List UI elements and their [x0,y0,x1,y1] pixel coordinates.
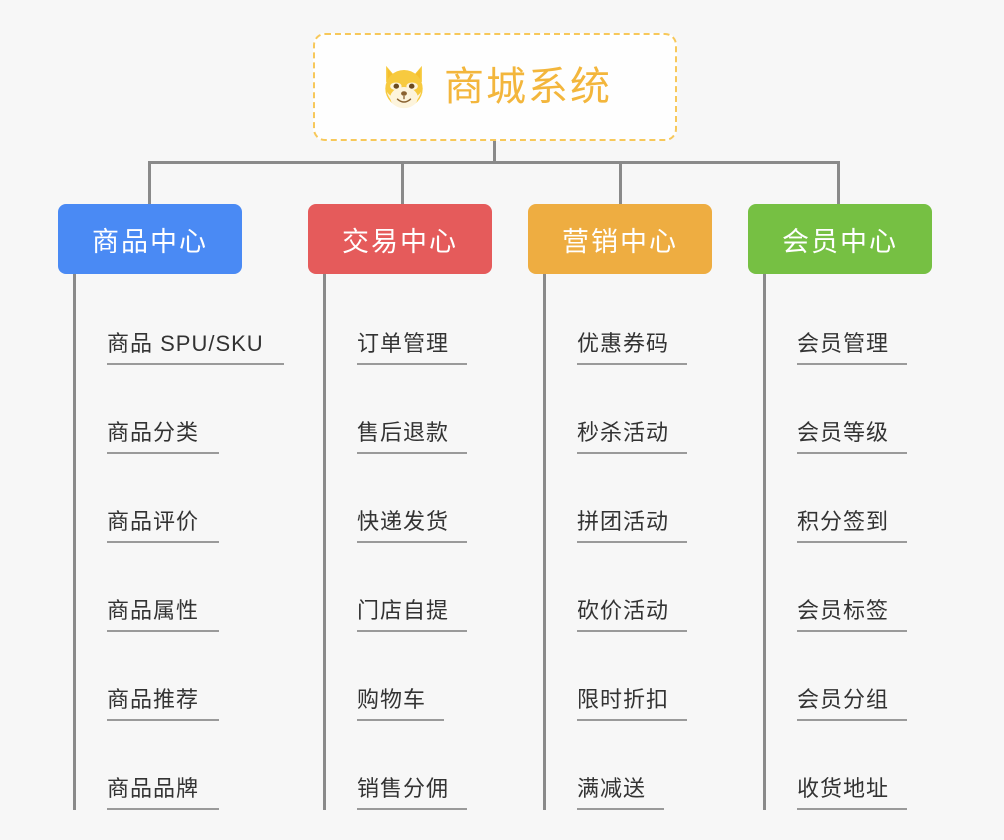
leaf-item[interactable]: 商品评价 [76,454,258,543]
leaf-label: 秒杀活动 [577,419,688,454]
leaf-item[interactable]: 快递发货 [326,454,508,543]
leaf-item[interactable]: 秒杀活动 [546,365,728,454]
connector-drop-1 [148,161,151,204]
branch-header-member[interactable]: 会员中心 [748,204,932,274]
shiba-inu-dog-face-icon [385,65,423,109]
leaf-label: 快递发货 [357,508,468,543]
leaf-item[interactable]: 拼团活动 [546,454,728,543]
leaf-label: 商品品牌 [107,775,220,810]
leaf-item[interactable]: 商品品牌 [76,721,258,810]
connector-root-stem [493,141,496,163]
branch-column-trade: 交易中心 订单管理 售后退款 快递发货 门店自提 购物车 销售分佣 [308,204,508,810]
branch-spine-product: 商品 SPU/SKU 商品分类 商品评价 商品属性 商品推荐 商品品牌 [73,274,284,810]
leaf-item[interactable]: 会员标签 [766,543,948,632]
leaf-label: 砍价活动 [577,597,688,632]
leaf-item[interactable]: 订单管理 [326,276,508,365]
branch-header-marketing[interactable]: 营销中心 [528,204,712,274]
connector-drop-2 [401,161,404,204]
leaf-label: 商品属性 [107,597,220,632]
leaf-label: 商品分类 [107,419,220,454]
connector-drop-3 [619,161,622,204]
branch-spine-marketing: 优惠券码 秒杀活动 拼团活动 砍价活动 限时折扣 满减送 [543,274,728,810]
branch-spine-member: 会员管理 会员等级 积分签到 会员标签 会员分组 收货地址 [763,274,948,810]
leaf-label: 会员等级 [797,419,908,454]
leaf-label: 售后退款 [357,419,468,454]
leaf-label: 商品推荐 [107,686,220,721]
branch-column-member: 会员中心 会员管理 会员等级 积分签到 会员标签 会员分组 收货地址 [748,204,948,810]
leaf-item[interactable]: 售后退款 [326,365,508,454]
leaf-label: 会员分组 [797,686,908,721]
leaf-item[interactable]: 优惠券码 [546,276,728,365]
leaf-label: 优惠券码 [577,330,688,365]
connector-drop-4 [837,161,840,204]
leaf-label: 销售分佣 [357,775,468,810]
leaf-item[interactable]: 门店自提 [326,543,508,632]
leaf-item[interactable]: 销售分佣 [326,721,508,810]
leaf-label: 拼团活动 [577,508,688,543]
leaf-item[interactable]: 满减送 [546,721,728,810]
leaf-item[interactable]: 购物车 [326,632,508,721]
branch-header-trade[interactable]: 交易中心 [308,204,492,274]
leaf-item[interactable]: 收货地址 [766,721,948,810]
leaf-label: 商品 SPU/SKU [107,330,284,365]
leaf-label: 满减送 [577,775,665,810]
leaf-item[interactable]: 商品推荐 [76,632,258,721]
leaf-label: 积分签到 [797,508,908,543]
leaf-item[interactable]: 限时折扣 [546,632,728,721]
leaf-label: 门店自提 [357,597,468,632]
root-node-shop-system[interactable]: 商城系统 [313,33,677,141]
branch-spine-trade: 订单管理 售后退款 快递发货 门店自提 购物车 销售分佣 [323,274,508,810]
leaf-label: 商品评价 [107,508,220,543]
leaf-item[interactable]: 商品 SPU/SKU [76,276,284,365]
leaf-item[interactable]: 砍价活动 [546,543,728,632]
branch-column-product: 商品中心 商品 SPU/SKU 商品分类 商品评价 商品属性 商品推荐 商品品牌 [58,204,284,810]
leaf-label: 会员标签 [797,597,908,632]
leaf-label: 订单管理 [357,330,468,365]
branch-header-product[interactable]: 商品中心 [58,204,242,274]
leaf-label: 限时折扣 [577,686,688,721]
leaf-item[interactable]: 会员分组 [766,632,948,721]
leaf-item[interactable]: 积分签到 [766,454,948,543]
branch-column-marketing: 营销中心 优惠券码 秒杀活动 拼团活动 砍价活动 限时折扣 满减送 [528,204,728,810]
leaf-item[interactable]: 商品分类 [76,365,258,454]
leaf-item[interactable]: 会员等级 [766,365,948,454]
leaf-item[interactable]: 商品属性 [76,543,258,632]
root-node-title: 商城系统 [444,65,612,109]
leaf-label: 会员管理 [797,330,908,365]
leaf-label: 收货地址 [797,775,908,810]
leaf-item[interactable]: 会员管理 [766,276,948,365]
leaf-label: 购物车 [357,686,445,721]
connector-horizontal-bus [148,161,840,164]
